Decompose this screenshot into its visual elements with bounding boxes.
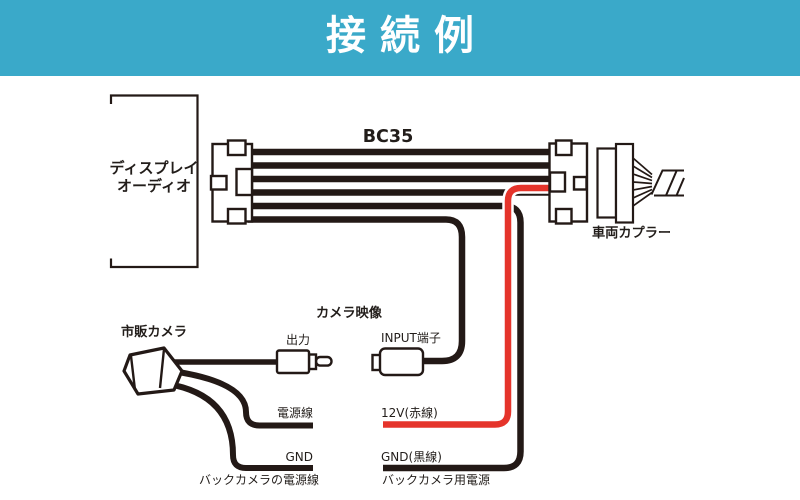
video-input-wire	[248, 216, 466, 365]
gnd-black-label: GND(黒線)	[381, 450, 442, 464]
input-jack	[371, 347, 425, 377]
page-title: 接続例	[326, 13, 488, 59]
output-label: 出力	[285, 333, 310, 347]
rca-body	[275, 349, 311, 375]
camera-gnd-wire	[167, 381, 313, 471]
coupler-sleeve	[650, 169, 685, 197]
harness-connector-right	[548, 139, 589, 225]
camera-gnd-label: GND	[285, 450, 313, 464]
red-wire-casing	[383, 182, 554, 431]
display-audio-label-line2: オーディオ	[117, 176, 191, 195]
camera-video-label: カメラ映像	[316, 306, 382, 321]
camera-power-line-label: 電源線	[276, 406, 313, 420]
coupler-fan-wires	[632, 157, 653, 207]
rca-pin	[314, 355, 333, 367]
power-12v-red-wire	[383, 184, 554, 428]
input-terminal-label: INPUT端子	[381, 331, 441, 345]
aftermarket-camera-label: 市販カメラ	[121, 325, 187, 340]
rca-output-plug	[275, 349, 333, 375]
power-12v-label: 12V(赤線)	[381, 406, 438, 420]
harness-connector-left	[209, 139, 254, 225]
camera-wires	[167, 359, 313, 471]
header-banner: 接続例	[0, 0, 800, 76]
input-jack-body	[378, 347, 425, 377]
aftermarket-camera	[122, 346, 184, 396]
vehicle-coupler-label: 車両カプラー	[592, 226, 672, 241]
back-camera-power-line-label: バックカメラの電源線	[199, 473, 320, 487]
harness-label: BC35	[362, 127, 414, 147]
display-audio-box	[109, 94, 199, 269]
display-audio-label: ディスプレイ オーディオ	[106, 159, 202, 195]
vehicle-coupler	[596, 142, 685, 224]
back-camera-power-label: バックカメラ用電源	[382, 473, 491, 487]
display-audio-label-line1: ディスプレイ	[109, 159, 199, 177]
camera-power-wire	[171, 368, 313, 429]
